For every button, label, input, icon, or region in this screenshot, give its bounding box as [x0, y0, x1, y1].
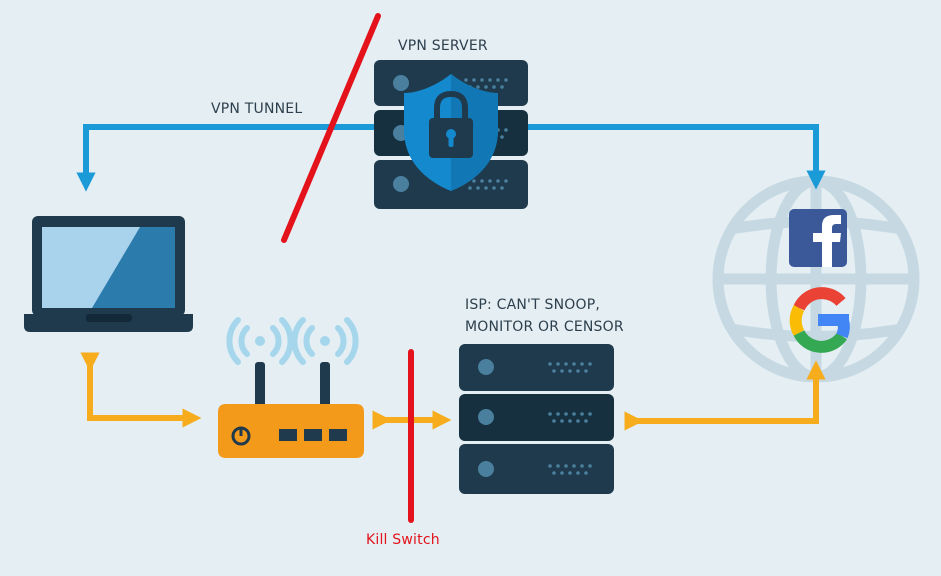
isp-label: ISP: CAN'T SNOOP, MONITOR OR CENSOR — [465, 294, 665, 338]
isp-label-line-1: ISP: CAN'T SNOOP, — [465, 297, 600, 313]
facebook-icon — [789, 209, 847, 267]
vpn-tunnel-path — [76, 124, 374, 192]
laptop-icon — [24, 216, 193, 332]
isp-server-icon — [459, 344, 614, 494]
google-icon — [789, 287, 850, 353]
kill-switch-label: Kill Switch — [366, 532, 440, 548]
vpn-tunnel-label: VPN TUNNEL — [211, 101, 303, 117]
vpn-to-internet-path — [528, 124, 826, 190]
shield-lock-icon — [404, 74, 498, 191]
isp-label-line-2: MONITOR OR CENSOR — [465, 319, 624, 335]
laptop-to-router-path — [80, 352, 202, 428]
isp-to-internet-path — [624, 360, 826, 431]
wifi-router-icon — [218, 317, 364, 458]
vpn-server-label: VPN SERVER — [398, 38, 488, 54]
blocked-tunnel-line — [281, 13, 381, 243]
